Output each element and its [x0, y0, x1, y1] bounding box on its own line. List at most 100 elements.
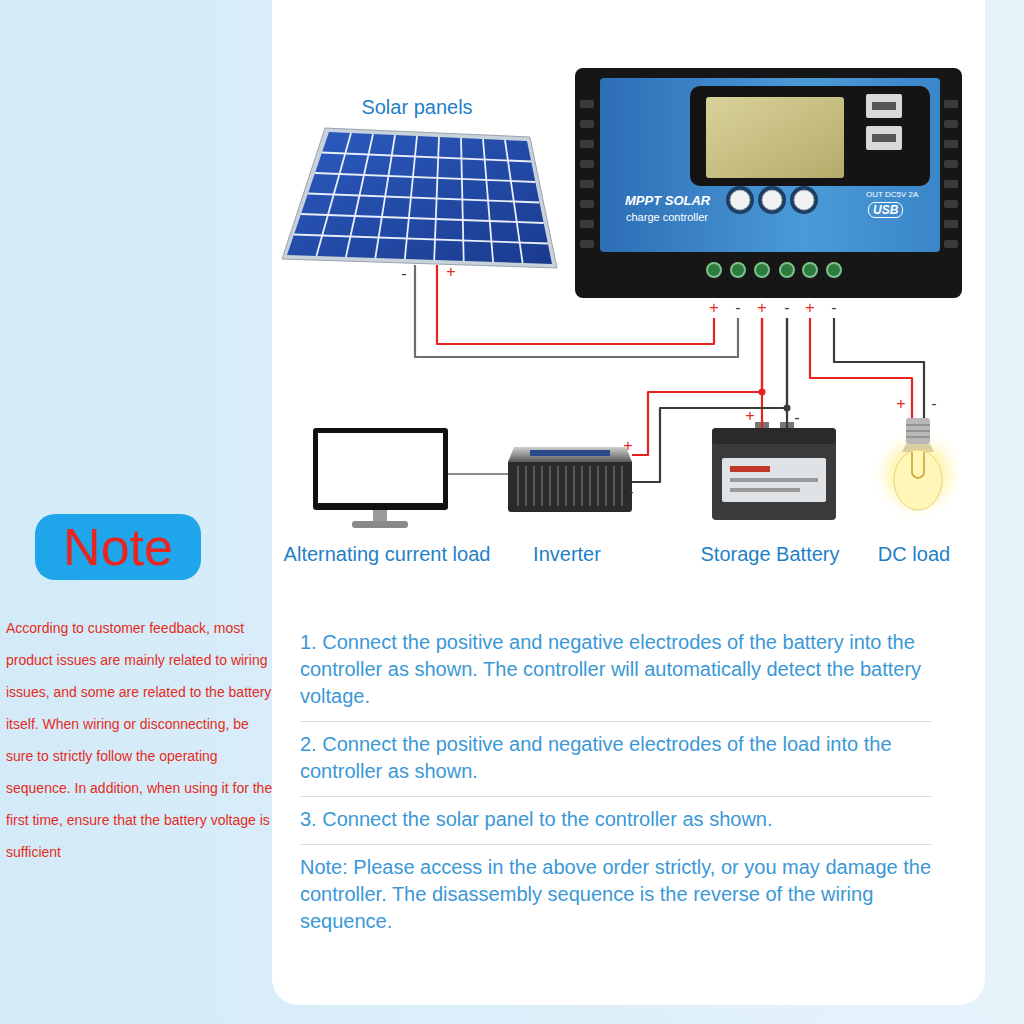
brand-text: MPPT SOLAR: [625, 194, 710, 209]
note-heading: Note: [63, 521, 173, 573]
battery-art: [730, 488, 800, 492]
controller-art: [944, 200, 958, 208]
step-text: 1. Connect the positive and negative ele…: [300, 620, 932, 722]
usb-logo: USB: [868, 202, 903, 218]
controller-art: [794, 190, 814, 210]
inverter-heading: Inverter: [533, 543, 601, 566]
controller-art: [872, 102, 896, 110]
controller-art: [762, 190, 782, 210]
inverter-art: [573, 466, 575, 506]
battery-art: [712, 428, 836, 444]
inverter: Inverter: [508, 445, 632, 513]
bulb-art: [912, 452, 924, 478]
storage-battery: Storage Battery: [712, 428, 836, 520]
background: [272, 0, 985, 1005]
controller-art: [730, 190, 750, 210]
load-heading: Alternating current load: [284, 543, 491, 566]
battery-art: [712, 428, 836, 520]
ac-load-monitor: Alternating current load: [313, 428, 448, 530]
inverter-art: [508, 447, 632, 462]
controller-art: [866, 126, 902, 150]
controller-art: [575, 68, 962, 298]
controller-art: [706, 97, 844, 178]
controller-art: [726, 186, 754, 214]
solar-panel-art: [294, 235, 548, 244]
battery-art: [712, 422, 836, 520]
model-text: charge controller: [626, 211, 708, 224]
solar-panel-art: [315, 173, 535, 182]
dc-load-bulb: DC load: [890, 418, 946, 518]
controller-art: [944, 120, 958, 128]
inverter-art: [597, 466, 599, 506]
inverter-art: [525, 466, 527, 506]
polarity-sign: +: [446, 264, 455, 280]
controller-art: [690, 86, 930, 186]
battery-heading: Storage Battery: [701, 543, 840, 566]
solar-panel-art: [322, 153, 531, 162]
polarity-sign: -: [931, 396, 936, 412]
controller-art: [580, 240, 594, 248]
monitor-art: [373, 510, 387, 522]
wire: [415, 265, 738, 357]
inverter-art: [533, 466, 535, 506]
bulb-art: [906, 430, 930, 432]
controller-art: [755, 263, 769, 277]
controller-art: [944, 140, 958, 148]
inverter-art: [589, 466, 591, 506]
inverter-art: [621, 466, 623, 506]
inverter-art: [508, 460, 632, 512]
controller-art: [580, 200, 594, 208]
polarity-sign: +: [805, 300, 814, 316]
controller-art: [575, 68, 962, 298]
controller-art: [944, 180, 958, 188]
battery-art: [730, 466, 770, 472]
controller-art: [803, 263, 817, 277]
polarity-sign: -: [784, 300, 789, 316]
controller-art: [780, 263, 794, 277]
inverter-art: [565, 466, 567, 506]
controller-art: [580, 100, 594, 108]
solar-panel-art: [301, 214, 544, 223]
usb-spec: OUT DC5V 2A: [866, 190, 918, 199]
bulb-art: [906, 425, 930, 437]
inverter-art: [518, 466, 622, 506]
note-paragraph: According to customer feedback, most pro…: [6, 612, 278, 868]
steps-panel: 1. Connect the positive and negative ele…: [300, 620, 932, 946]
inverter-art: [549, 466, 551, 506]
bulb-art: [894, 450, 942, 510]
solar-panel-art: [282, 128, 557, 268]
monitor-art: [352, 521, 408, 528]
step-text: 3. Connect the solar panel to the contro…: [300, 797, 932, 845]
polarity-sign: +: [623, 438, 632, 454]
inverter-art: [557, 466, 559, 506]
inverter-art: [605, 466, 607, 506]
inverter-art: [508, 447, 632, 512]
solar-panel-art: [282, 128, 557, 268]
bulb-art: [870, 418, 966, 522]
polarity-sign: -: [401, 266, 406, 282]
controller-art: [580, 180, 594, 188]
controller-art: [707, 263, 841, 277]
controller-art: [707, 263, 721, 277]
wire: [834, 318, 924, 418]
polarity-sign: +: [896, 396, 905, 412]
solar-panel-art: [287, 132, 552, 264]
solar-panel: Solar panels: [282, 128, 557, 265]
controller-art: [944, 220, 958, 228]
polarity-sign: +: [757, 300, 766, 316]
controller-art: [872, 134, 896, 142]
monitor-art: [313, 428, 448, 528]
step-text: Note: Please access in the above order s…: [300, 845, 932, 946]
dc-load-heading: DC load: [878, 543, 950, 566]
controller-art: [944, 240, 958, 248]
controller-art: [580, 160, 594, 168]
inverter-art: [517, 466, 519, 506]
controller-art: [731, 263, 745, 277]
polarity-sign: -: [831, 300, 836, 316]
controller-art: [866, 94, 902, 118]
polarity-sign: +: [745, 408, 754, 424]
step-text: 2. Connect the positive and negative ele…: [300, 722, 932, 797]
controller-art: [944, 160, 958, 168]
